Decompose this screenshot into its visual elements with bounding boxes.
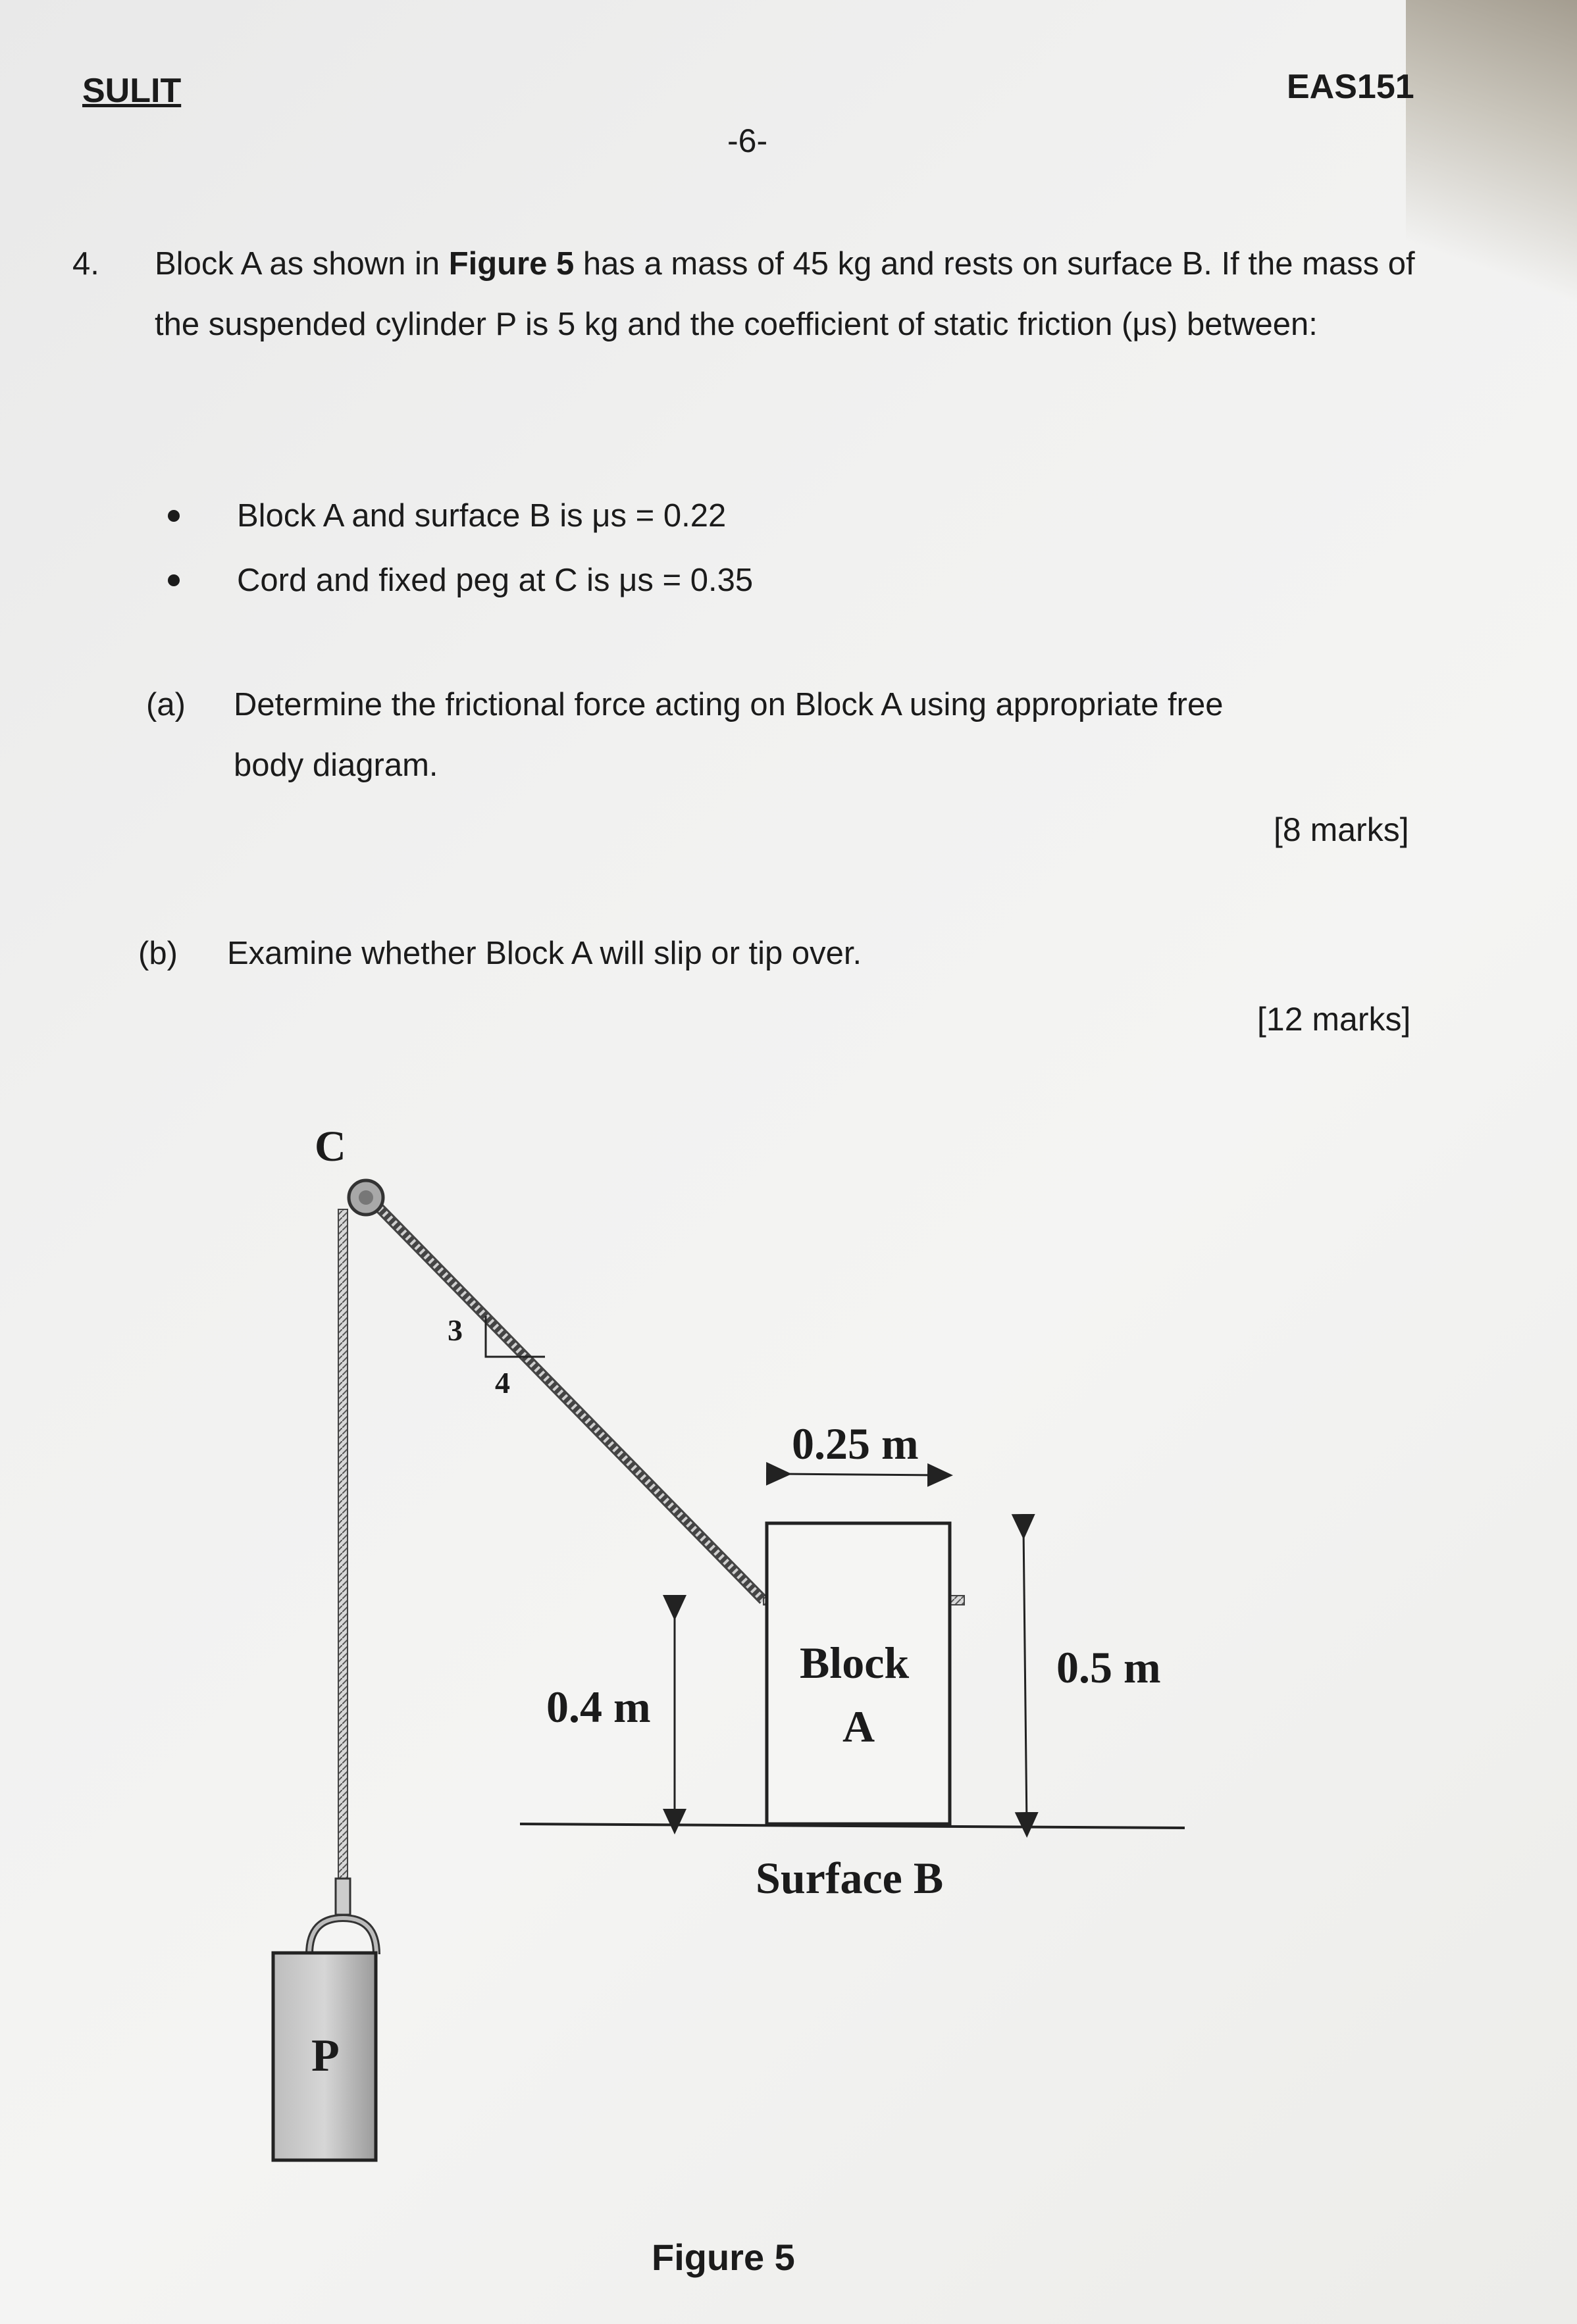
part-a-text-2: body diagram. — [234, 747, 438, 783]
bullet-friction-peg: Cord and fixed peg at C is μs = 0.35 — [237, 563, 754, 598]
hook-link — [334, 1877, 351, 1916]
part-b-label: (b) — [138, 936, 178, 971]
slope-triangle — [484, 1316, 545, 1358]
dimension-arrow-block-height — [1011, 1513, 1039, 1838]
bullet-dot — [168, 510, 180, 522]
slope-rise-label: 3 — [448, 1313, 463, 1347]
paper-corner-shadow — [1406, 0, 1577, 342]
block-width-label: 0.25 m — [792, 1419, 919, 1469]
part-b-text: Examine whether Block A will slip or tip… — [227, 936, 862, 971]
block-label-letter: A — [842, 1702, 875, 1752]
figure-caption: Figure 5 — [652, 2236, 795, 2278]
cord-height-label: 0.4 m — [546, 1682, 651, 1732]
cylinder-label: P — [311, 2031, 340, 2081]
block-a — [765, 1521, 952, 1826]
bullet-friction-block: Block A and surface B is μs = 0.22 — [237, 498, 727, 534]
block-label: Block — [800, 1638, 910, 1688]
peg-label-c: C — [315, 1123, 346, 1171]
vertical-cord — [338, 1209, 348, 1888]
question-intro: Block A as shown in Figure 5 has a mass … — [155, 246, 1415, 342]
dimension-arrow-width — [765, 1461, 953, 1487]
header-sulit: SULIT — [82, 72, 182, 110]
question-number: 4. — [72, 246, 99, 282]
part-b-marks: [12 marks] — [1257, 1001, 1411, 1038]
page-number: -6- — [727, 122, 768, 159]
surface-b-line — [519, 1823, 1185, 1829]
block-height-label: 0.5 m — [1056, 1642, 1161, 1692]
part-a-marks: [8 marks] — [1274, 811, 1409, 848]
part-a-text: Determine the frictional force acting on… — [234, 687, 1224, 722]
bullet-dot — [168, 574, 180, 586]
part-a-label: (a) — [146, 687, 186, 722]
header-course-code: EAS151 — [1287, 68, 1414, 106]
cylinder-p — [271, 1951, 378, 2162]
surface-b-label: Surface B — [756, 1853, 944, 1903]
slope-run-label: 4 — [495, 1366, 510, 1400]
